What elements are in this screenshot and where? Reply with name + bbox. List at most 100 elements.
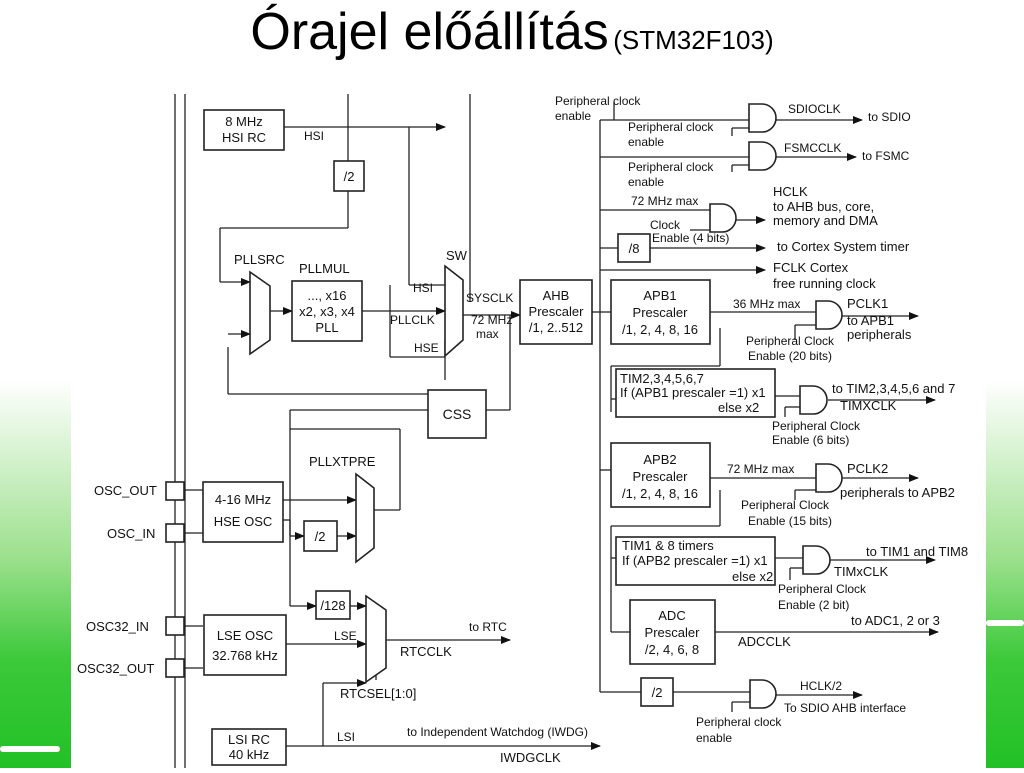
apb2-line2: Prescaler <box>633 469 689 484</box>
tim1-line3: else x2 <box>732 569 773 584</box>
osc-in-label: OSC_IN <box>107 526 155 541</box>
div128-label: /128 <box>320 598 345 613</box>
title-main: Órajel előállítás <box>250 3 609 61</box>
hclk-max-label: 72 MHz max <box>631 194 698 208</box>
left-wires <box>174 94 601 768</box>
periph-enable-bottom-line2: enable <box>696 731 732 745</box>
periph-enable-20-line1: Peripheral Clock <box>746 334 835 348</box>
div8-block: /8 <box>617 233 651 263</box>
periph-enable-15-line2: Enable (15 bits) <box>748 514 832 528</box>
pllxtpre-mux <box>355 472 375 564</box>
periph-enable-sdio-line1: Peripheral clock <box>628 120 714 134</box>
pllxtpre-label: PLLXTPRE <box>309 454 376 469</box>
hsi-wire-label: HSI <box>304 129 324 143</box>
sdio-and-gate <box>748 103 777 133</box>
hse-div2-block: /2 <box>303 520 338 552</box>
periph-enable-bottom-line1: Peripheral clock <box>696 715 782 729</box>
tim2-line2: If (APB1 prescaler =1) x1 <box>620 385 766 400</box>
osc-out-label: OSC_OUT <box>94 483 157 498</box>
adc-line1: ADC <box>658 608 685 623</box>
apb2-line1: APB2 <box>643 452 676 467</box>
pclk1-label: PCLK1 <box>847 296 888 311</box>
hse-osc-line2: HSE OSC <box>214 514 273 529</box>
tim2-multiplier-block: TIM2,3,4,5,6,7 If (APB1 prescaler =1) x1… <box>615 368 776 418</box>
sysclk-label: SYSCLK <box>466 291 513 305</box>
mux-pllclk-label: PLLCLK <box>390 313 435 327</box>
sw-label: SW <box>446 248 468 263</box>
iwdgclk-label: IWDGCLK <box>500 750 561 765</box>
adcclk-label: ADCCLK <box>738 634 791 649</box>
to-sdio-label: to SDIO <box>868 110 911 124</box>
decor-bar-left <box>0 746 60 752</box>
hsi-rc-line2: HSI RC <box>222 130 266 145</box>
periph-enable-sdio-line2: enable <box>628 135 664 149</box>
slide-title: Órajel előállítás (STM32F103) <box>0 2 1024 62</box>
timxclk-1-label: TIMXCLK <box>840 398 897 413</box>
pll-line1: ..., x16 <box>307 288 346 303</box>
sysclk-max-line2: max <box>476 327 499 341</box>
hclk2-and-gate <box>749 679 777 709</box>
apb2-prescaler-block: APB2 Prescaler /1, 2, 4, 8, 16 <box>610 442 711 508</box>
tim2-line1: TIM2,3,4,5,6,7 <box>620 371 704 386</box>
to-rtc-label: to RTC <box>469 620 507 634</box>
hsi-div2-block: /2 <box>333 160 365 192</box>
hse-osc-line1: 4-16 MHz <box>215 492 271 507</box>
hclk-desc-line1: to AHB bus, core, <box>773 199 874 214</box>
clock-enable-line1: Clock <box>650 218 681 232</box>
hclk-label: HCLK <box>773 184 808 199</box>
hclk-and-gate <box>709 203 737 233</box>
mux-hse-label: HSE <box>414 341 439 355</box>
ahb-line2: Prescaler <box>529 304 585 319</box>
fsmc-and-gate <box>748 141 777 171</box>
to-adc-label: to ADC1, 2 or 3 <box>851 613 940 628</box>
title-subtitle: (STM32F103) <box>613 25 774 55</box>
pllmul-label: PLLMUL <box>299 261 350 276</box>
pll-line2: x2, x3, x4 <box>299 304 355 319</box>
lse-wire-label: LSE <box>334 629 357 643</box>
pclk1-desc-line1: to APB1 <box>847 313 894 328</box>
pll-block: ..., x16 x2, x3, x4 PLL <box>291 280 363 342</box>
hsi-div2-label: /2 <box>344 169 355 184</box>
to-fsmc-label: to FSMC <box>862 149 910 163</box>
sw-mux <box>444 264 464 358</box>
pllsrc-mux <box>249 270 271 356</box>
hse-div2-label: /2 <box>315 529 326 544</box>
periph-enable-20-line2: Enable (20 bits) <box>748 349 832 363</box>
lsi-rc-block: LSI RC 40 kHz <box>211 728 287 766</box>
clock-enable-line2: Enable (4 bits) <box>652 231 729 245</box>
periph-enable-fsmc-line1: Peripheral clock <box>628 160 714 174</box>
clock-tree-svg: 8 MHz HSI RC HSI /2 PLLSRC PLLMUL ..., x… <box>77 94 968 768</box>
ahb-line3: /1, 2..512 <box>529 320 583 335</box>
to-cortex-timer-label: to Cortex System timer <box>777 239 910 254</box>
pclk2-and-gate <box>815 463 843 493</box>
hsi-rc-line1: 8 MHz <box>225 114 263 129</box>
fclk-line2: free running clock <box>773 276 876 291</box>
lse-osc-line1: LSE OSC <box>217 628 273 643</box>
tim1-multiplier-block: TIM1 & 8 timers If (APB2 prescaler =1) x… <box>615 536 776 586</box>
periph-enable-2-line1: Peripheral Clock <box>778 582 867 596</box>
tim1-line1: TIM1 & 8 timers <box>622 538 714 553</box>
periph-enable-top-line1: Peripheral clock <box>555 94 641 108</box>
periph-enable-6-line1: Peripheral Clock <box>772 419 861 433</box>
adc-prescaler-block: ADC Prescaler /2, 4, 6, 8 <box>629 599 716 665</box>
to-tim2-label: to TIM2,3,4,5,6 and 7 <box>832 381 955 396</box>
apb1-max-label: 36 MHz max <box>733 297 800 311</box>
osc32-out-label: OSC32_OUT <box>77 661 154 676</box>
pllsrc-label: PLLSRC <box>234 252 285 267</box>
css-label: CSS <box>443 406 472 422</box>
timxclk-2-label: TIMxCLK <box>834 564 889 579</box>
periph-enable-15-line1: Peripheral Clock <box>741 498 830 512</box>
apb2-max-label: 72 MHz max <box>727 462 794 476</box>
rtcsel-label: RTCSEL[1:0] <box>340 686 416 701</box>
apb1-prescaler-block: APB1 Prescaler /1, 2, 4, 8, 16 <box>610 279 711 345</box>
pclk1-desc-line2: peripherals <box>847 327 912 342</box>
to-iwdg-label: to Independent Watchdog (IWDG) <box>407 725 588 739</box>
clock-tree-diagram: 8 MHz HSI RC HSI /2 PLLSRC PLLMUL ..., x… <box>71 94 986 768</box>
hclk-desc-line2: memory and DMA <box>773 213 878 228</box>
sysclk-max-line1: 72 MHz <box>471 313 512 327</box>
decor-bar-right <box>986 620 1024 626</box>
rtcclk-label: RTCCLK <box>400 644 452 659</box>
periph-enable-fsmc-line2: enable <box>628 175 664 189</box>
tim2-and-gate <box>799 385 828 415</box>
osc32-out-pin: OSC32_OUT <box>77 658 185 678</box>
